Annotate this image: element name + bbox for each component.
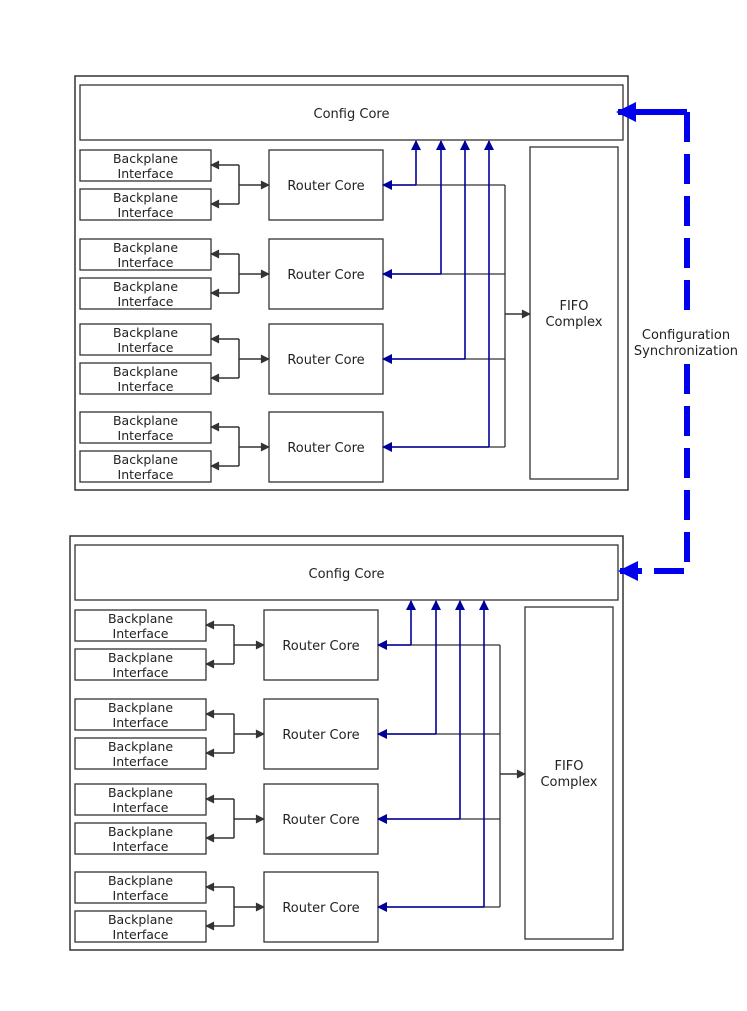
backplane-label-line1: Backplane bbox=[113, 151, 178, 166]
router-core-label-4: Router Core bbox=[287, 441, 364, 456]
backplane-label-line1: Backplane bbox=[113, 364, 178, 379]
backplane-label-line1: Backplane bbox=[108, 700, 173, 715]
backplane-label-line1: Backplane bbox=[108, 873, 173, 888]
backplane-label-line2: Interface bbox=[118, 255, 174, 270]
fifo-label-line1: FIFO bbox=[559, 299, 588, 314]
backplane-label-line2: Interface bbox=[118, 340, 174, 355]
backplane-label-line1: Backplane bbox=[108, 611, 173, 626]
router-core-label-1: Router Core bbox=[287, 179, 364, 194]
backplane-label-line1: Backplane bbox=[113, 325, 178, 340]
sync-label-backdrop bbox=[640, 322, 736, 362]
backplane-label-line2: Interface bbox=[118, 379, 174, 394]
backplane-label-line2: Interface bbox=[113, 927, 169, 942]
router-core-label-2: Router Core bbox=[282, 728, 359, 743]
sync-dashed-arrow-lower bbox=[618, 112, 690, 581]
fifo-label-line2: Complex bbox=[540, 775, 597, 790]
router-core-label-1: Router Core bbox=[282, 639, 359, 654]
router-core-label-4: Router Core bbox=[282, 901, 359, 916]
backplane-label-line2: Interface bbox=[113, 665, 169, 680]
backplane-label-line2: Interface bbox=[113, 754, 169, 769]
backplane-label-line1: Backplane bbox=[108, 739, 173, 754]
sync-label-line2: Synchronization bbox=[634, 344, 738, 359]
backplane-label-line2: Interface bbox=[118, 294, 174, 309]
backplane-label-line1: Backplane bbox=[113, 452, 178, 467]
backplane-label-line2: Interface bbox=[113, 626, 169, 641]
backplane-label-line2: Interface bbox=[118, 467, 174, 482]
router-core-label-3: Router Core bbox=[282, 813, 359, 828]
backplane-label-line2: Interface bbox=[113, 800, 169, 815]
config-core-label: Config Core bbox=[314, 107, 390, 122]
config-core-label: Config Core bbox=[309, 567, 385, 582]
backplane-label-line1: Backplane bbox=[108, 785, 173, 800]
backplane-label-line1: Backplane bbox=[113, 190, 178, 205]
system-block-outline bbox=[74, 75, 629, 491]
backplane-label-line1: Backplane bbox=[113, 413, 178, 428]
backplane-label-line2: Interface bbox=[113, 888, 169, 903]
backplane-label-line2: Interface bbox=[113, 839, 169, 854]
sync-label-line1: Configuration bbox=[642, 328, 730, 343]
backplane-label-line2: Interface bbox=[118, 205, 174, 220]
backplane-label-line2: Interface bbox=[118, 166, 174, 181]
router-core-label-2: Router Core bbox=[287, 268, 364, 283]
backplane-label-line1: Backplane bbox=[108, 650, 173, 665]
router-core-label-3: Router Core bbox=[287, 353, 364, 368]
backplane-label-line1: Backplane bbox=[113, 240, 178, 255]
fifo-label-line1: FIFO bbox=[554, 759, 583, 774]
backplane-label-line1: Backplane bbox=[108, 824, 173, 839]
backplane-label-line2: Interface bbox=[118, 428, 174, 443]
backplane-label-line1: Backplane bbox=[108, 912, 173, 927]
fifo-label-line2: Complex bbox=[545, 315, 602, 330]
backplane-label-line1: Backplane bbox=[113, 279, 178, 294]
system-block-outline bbox=[69, 535, 624, 951]
backplane-label-line2: Interface bbox=[113, 715, 169, 730]
